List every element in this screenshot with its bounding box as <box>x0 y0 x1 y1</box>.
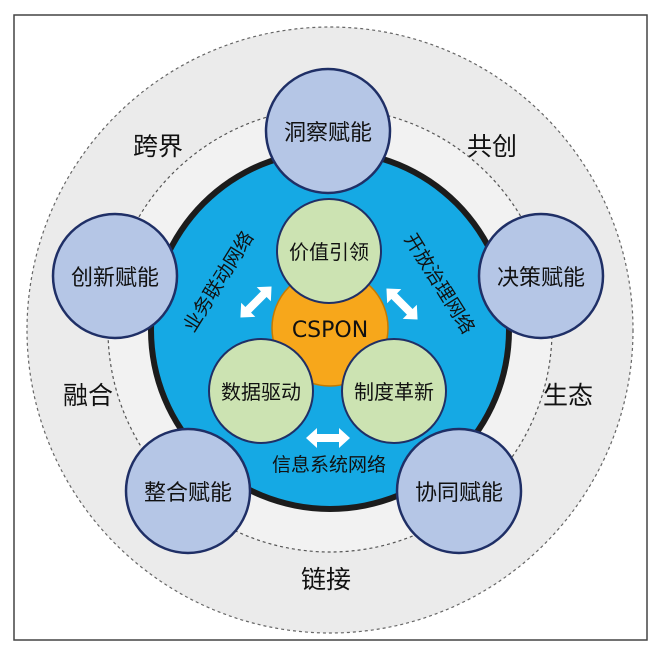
arrow-left-icon <box>240 286 272 318</box>
ring-word-top-left: 跨界 <box>133 132 183 161</box>
outer-node-lower-left <box>124 427 252 555</box>
center-label: CSPON <box>292 318 368 343</box>
outer-node-upper-right <box>477 212 605 340</box>
outer-node-upper-left-label: 创新赋能 <box>71 266 159 291</box>
outer-node-top-label: 洞察赋能 <box>284 121 372 146</box>
outer-node-lower-left-label: 整合赋能 <box>144 481 232 506</box>
outer-node-upper-right-label: 决策赋能 <box>497 266 585 291</box>
inner-node-bottom-left <box>208 338 314 444</box>
outer-node-lower-right <box>395 427 523 555</box>
inner-node-bottom-left-label: 数据驱动 <box>221 380 301 404</box>
ring-word-left: 融合 <box>63 381 113 410</box>
inner-node-bottom-right-label: 制度革新 <box>354 380 434 404</box>
ring-word-bottom: 链接 <box>301 565 351 594</box>
inner-node-top <box>276 198 382 304</box>
inner-node-bottom-right <box>341 338 447 444</box>
arrow-right-icon <box>386 288 418 320</box>
outer-node-lower-right-label: 协同赋能 <box>415 481 503 506</box>
arrow-bottom-icon <box>306 428 350 448</box>
outer-node-top <box>264 67 392 195</box>
ring-word-top-right: 共创 <box>467 132 517 161</box>
inner-node-top-label: 价值引领 <box>289 240 369 264</box>
network-label-bottom: 信息系统网络 <box>272 454 386 476</box>
ring-word-right: 生态 <box>543 381 593 410</box>
outer-node-upper-left <box>51 212 179 340</box>
